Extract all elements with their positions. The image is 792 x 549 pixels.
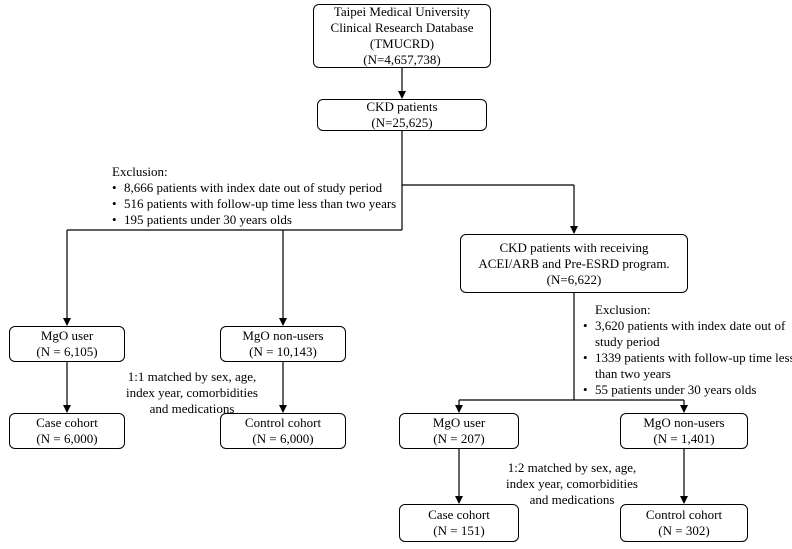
left-matching-line: and medications (149, 401, 235, 416)
right-control-cohort-box: Control cohort (N = 302) (620, 504, 748, 542)
left-control-cohort-count: (N = 6,000) (252, 431, 314, 446)
right-matching-line: index year, comorbidities (506, 476, 638, 491)
left-case-cohort-box: Case cohort (N = 6,000) (9, 413, 125, 449)
left-exclusion-item: 8,666 patients with index date out of st… (112, 180, 396, 196)
right-matching-line: and medications (529, 492, 615, 507)
left-case-cohort-count: (N = 6,000) (36, 431, 98, 446)
right-case-cohort-label: Case cohort (428, 507, 490, 522)
acei-arb-box: CKD patients with receiving ACEI/ARB and… (460, 234, 688, 293)
left-matching-line: index year, comorbidities (126, 385, 258, 400)
left-mgo-user-label: MgO user (40, 328, 94, 343)
right-control-cohort-label: Control cohort (645, 507, 723, 522)
acei-line1: CKD patients with receiving (499, 239, 649, 255)
right-exclusion-item: 55 patients under 30 years olds (583, 382, 792, 398)
left-control-cohort-label: Control cohort (244, 415, 322, 430)
left-control-cohort-box: Control cohort (N = 6,000) (220, 413, 346, 449)
left-mgo-nonuser-count: (N = 10,143) (249, 344, 317, 359)
left-exclusion-item: 516 patients with follow-up time less th… (112, 196, 396, 212)
ckd-patients-box: CKD patients (N=25,625) (317, 99, 487, 131)
right-mgo-nonuser-box: MgO non-users (N = 1,401) (620, 413, 748, 449)
source-acronym: (TMUCRD) (369, 36, 435, 51)
right-case-cohort-count: (N = 151) (433, 523, 485, 538)
right-exclusion-note: Exclusion: 3,620 patients with index dat… (583, 302, 792, 398)
right-mgo-nonuser-label: MgO non-users (643, 415, 725, 430)
right-control-cohort-count: (N = 302) (658, 523, 710, 538)
source-subtitle: Clinical Research Database (330, 20, 474, 35)
source-name: Taipei Medical University (333, 4, 471, 19)
right-mgo-nonuser-count: (N = 1,401) (653, 431, 715, 446)
right-matching-note: 1:2 matched by sex, age, index year, com… (496, 460, 648, 508)
right-mgo-user-label: MgO user (432, 415, 486, 430)
right-exclusion-item: 1339 patients with follow-up time less (583, 350, 792, 366)
right-exclusion-item: 3,620 patients with index date out of (583, 318, 792, 334)
ckd-label: CKD patients (366, 99, 438, 114)
left-mgo-nonuser-label: MgO non-users (242, 328, 324, 343)
right-exclusion-title: Exclusion: (595, 302, 651, 317)
acei-count: (N=6,622) (546, 271, 602, 287)
left-mgo-user-box: MgO user (N = 6,105) (9, 326, 125, 362)
right-mgo-user-count: (N = 207) (433, 431, 485, 446)
source-database-box: Taipei Medical University Clinical Resea… (313, 4, 491, 68)
right-matching-line: 1:2 matched by sex, age, (507, 460, 637, 475)
acei-line2: ACEI/ARB and Pre-ESRD program. (478, 255, 670, 271)
left-exclusion-note: Exclusion: 8,666 patients with index dat… (112, 164, 396, 228)
ckd-count: (N=25,625) (371, 115, 433, 130)
left-case-cohort-label: Case cohort (36, 415, 98, 430)
left-matching-line: 1:1 matched by sex, age, (127, 369, 257, 384)
right-exclusion-continuation: study period (595, 334, 660, 349)
left-mgo-nonuser-box: MgO non-users (N = 10,143) (220, 326, 346, 362)
right-case-cohort-box: Case cohort (N = 151) (399, 504, 519, 542)
left-exclusion-item: 195 patients under 30 years olds (112, 212, 396, 228)
left-mgo-user-count: (N = 6,105) (36, 344, 98, 359)
right-mgo-user-box: MgO user (N = 207) (399, 413, 519, 449)
left-matching-note: 1:1 matched by sex, age, index year, com… (116, 369, 268, 417)
source-count: (N=4,657,738) (363, 52, 441, 67)
right-exclusion-continuation: than two years (595, 366, 671, 381)
left-exclusion-title: Exclusion: (112, 164, 168, 179)
